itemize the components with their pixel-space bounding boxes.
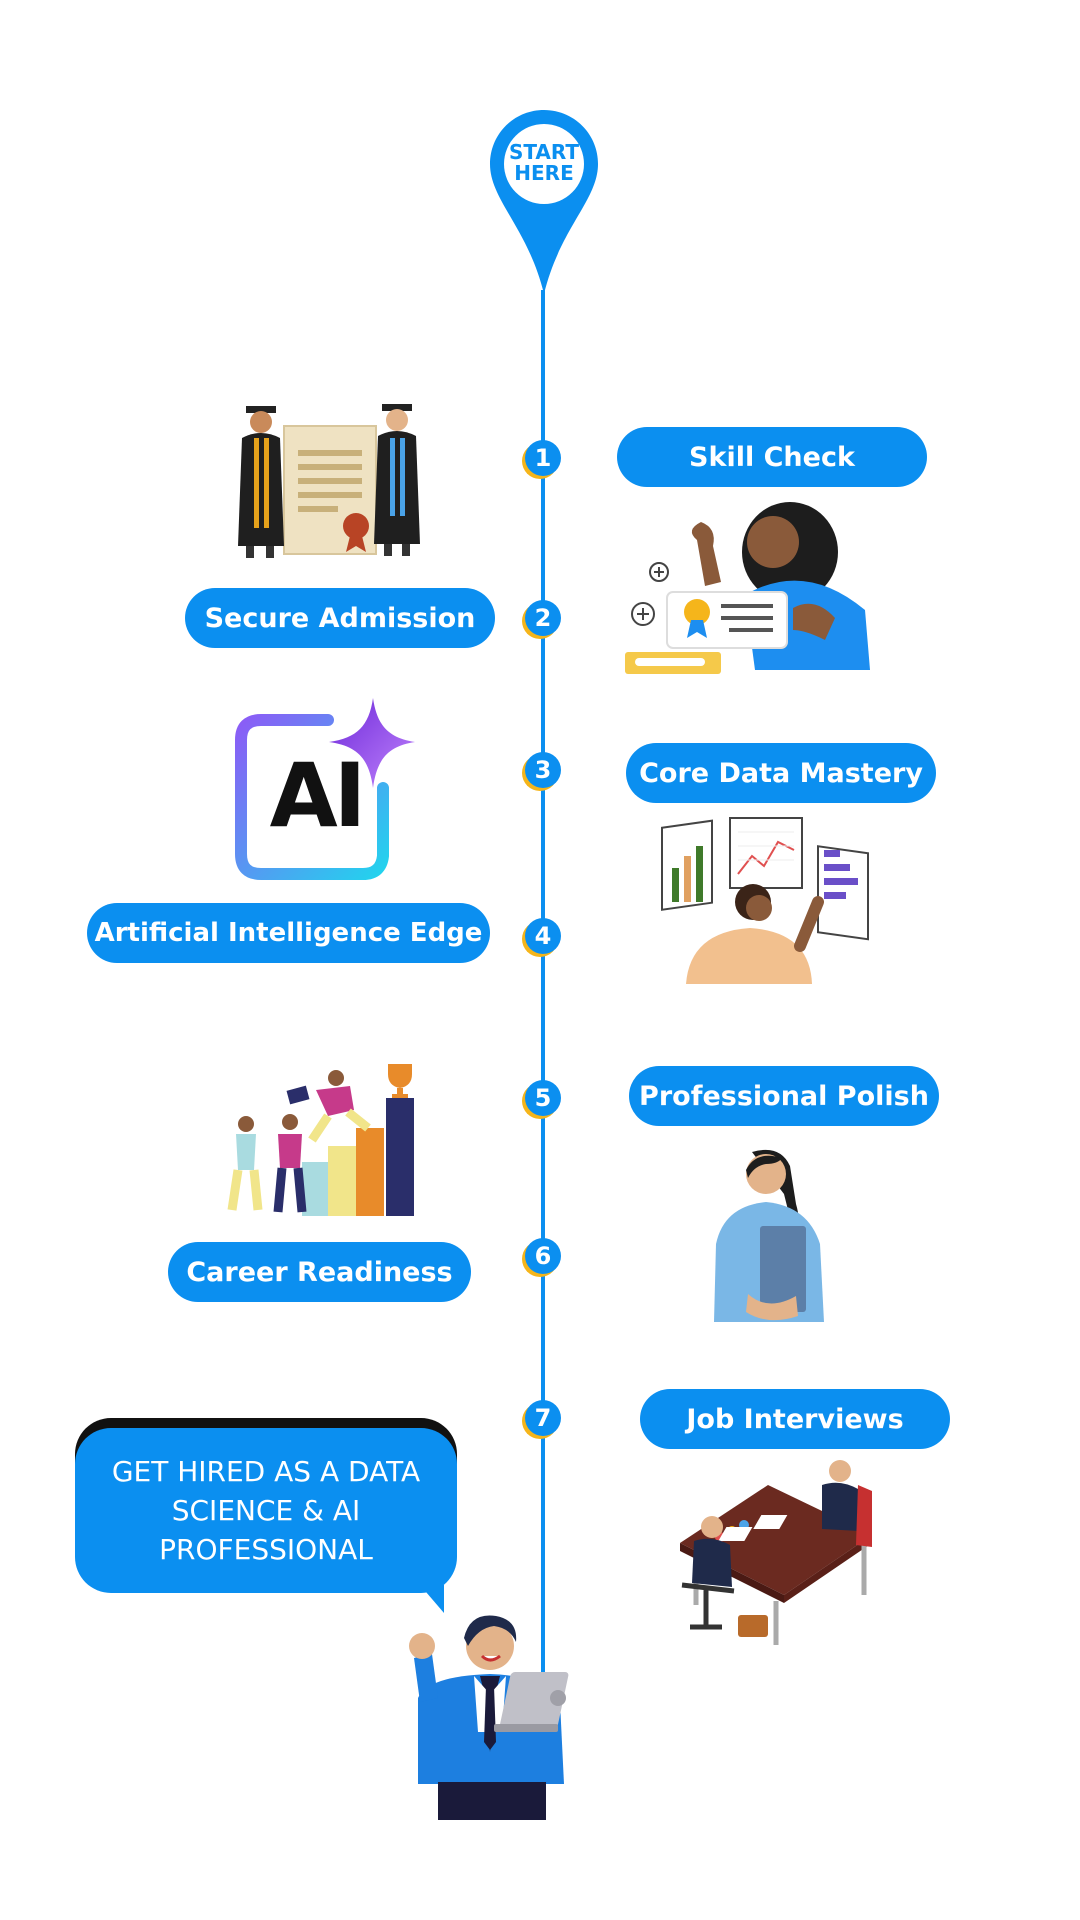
start-label-line2: HERE — [514, 161, 574, 185]
hired-man-laptop-icon — [409, 1615, 569, 1820]
step-label-job-interviews: Job Interviews — [640, 1389, 950, 1449]
timeline-line — [541, 290, 545, 1685]
step-label-professional-polish: Professional Polish — [629, 1066, 939, 1126]
certificate-woman-icon — [625, 502, 870, 674]
ai-icon-text: AI — [269, 744, 367, 847]
job-interview-icon — [680, 1460, 872, 1645]
step-marker-3: 3 — [522, 752, 561, 791]
growth-team-icon — [227, 1064, 414, 1216]
step-label-core-data-mastery: Core Data Mastery — [626, 743, 936, 803]
step-label-career-readiness: Career Readiness — [168, 1242, 471, 1302]
data-dashboard-icon — [661, 817, 869, 984]
step-marker-7: 7 — [522, 1400, 561, 1439]
step-marker-4: 4 — [522, 918, 561, 957]
start-label-line1: START — [508, 140, 580, 164]
businesswoman-icon — [714, 1149, 824, 1322]
step-label-secure-admission: Secure Admission — [185, 588, 495, 648]
step-label-skill-check: Skill Check — [617, 427, 927, 487]
step-marker-5: 5 — [522, 1080, 561, 1119]
step-marker-6: 6 — [522, 1238, 561, 1277]
step-marker-2: 2 — [522, 600, 561, 639]
ai-icon: AI — [233, 696, 418, 881]
final-message-bubble: GET HIRED AS A DATA SCIENCE & AI PROFESS… — [75, 1428, 457, 1593]
start-pin: START HERE — [488, 108, 600, 296]
final-message: GET HIRED AS A DATA SCIENCE & AI PROFESS… — [111, 1455, 421, 1566]
speech-bubble-tail — [420, 1585, 444, 1613]
graduation-certificate-icon — [238, 404, 420, 558]
map-pin-icon — [490, 110, 598, 294]
step-marker-1: 1 — [522, 440, 561, 479]
step-label-ai-edge: Artificial Intelligence Edge — [87, 903, 490, 963]
